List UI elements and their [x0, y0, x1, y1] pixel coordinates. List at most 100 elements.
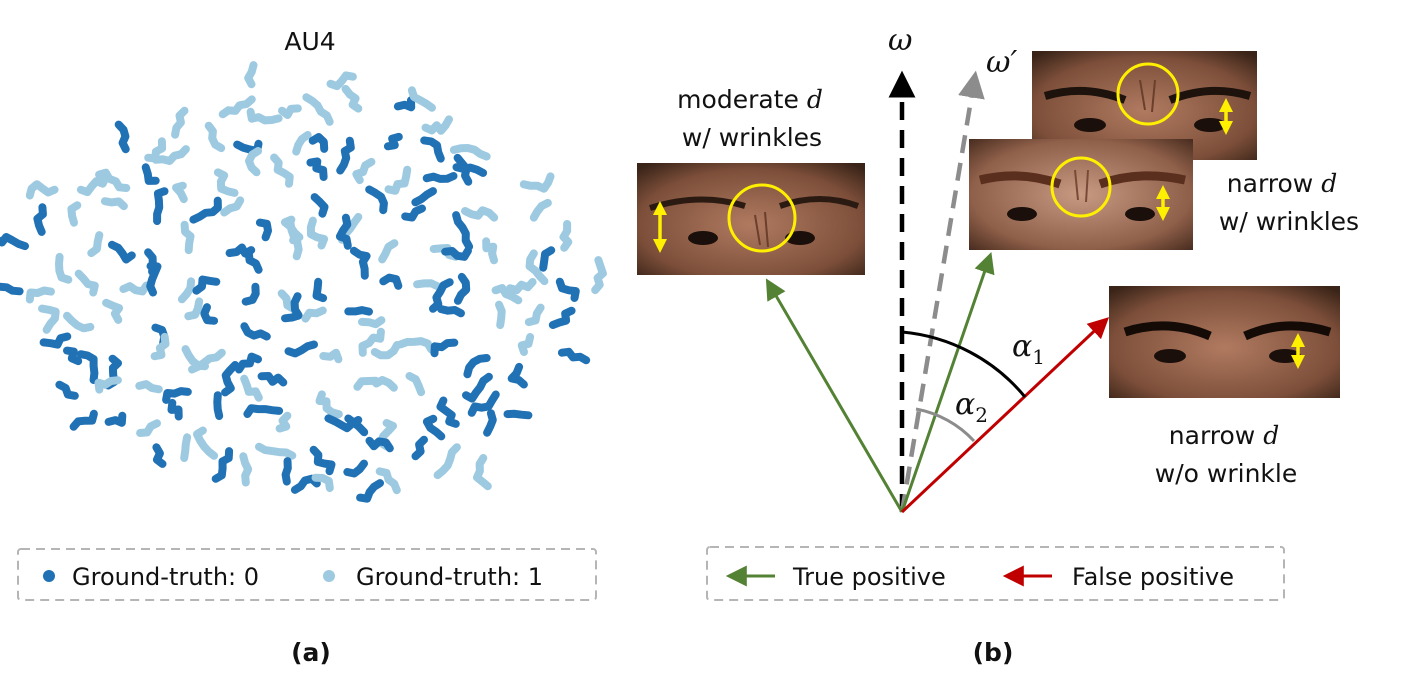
scatter-cluster	[171, 106, 189, 139]
scatter-cluster	[184, 297, 204, 321]
panel-b-legend-box	[706, 546, 1285, 601]
omega-prime-label: ω′	[986, 45, 1017, 80]
scatter-cluster	[349, 246, 371, 280]
scatter-cluster	[452, 211, 474, 251]
panel-a-caption: (a)	[291, 638, 331, 667]
alpha2-arc	[915, 407, 976, 443]
scatter-cluster	[370, 341, 402, 360]
scatter-cluster	[39, 332, 72, 349]
scatter-cluster	[358, 327, 385, 357]
label-narrow-wrinkles-line2: w/ wrinkles	[1219, 207, 1359, 236]
scatter-cluster	[220, 196, 245, 217]
scatter-cluster	[452, 163, 488, 177]
scatter-cluster	[559, 220, 573, 252]
scatter-cluster	[421, 115, 453, 135]
scatter-cluster	[507, 362, 528, 389]
panel-b: ω ω′ α1 α2 moderate d	[637, 23, 1359, 667]
scatter-cluster	[463, 354, 491, 379]
scatter-cluster	[280, 215, 304, 245]
scatter-cluster	[301, 306, 327, 323]
scatter-cluster	[353, 376, 380, 391]
scatter-cluster	[401, 204, 426, 222]
scatter-cluster	[246, 107, 283, 125]
scatter-cluster	[430, 338, 459, 358]
omega-prime-axis-arrow	[899, 70, 985, 513]
scatter-cluster	[312, 277, 328, 303]
scatter-cluster	[193, 426, 219, 460]
scatter-cluster	[241, 282, 260, 306]
scatter-cluster	[491, 284, 523, 305]
scatter-cluster	[393, 96, 416, 112]
scatter-cluster	[25, 286, 55, 304]
scatter-cluster	[365, 185, 388, 215]
scatter-cluster	[365, 436, 394, 453]
scatter-cluster	[189, 196, 222, 224]
scatter-cluster	[67, 201, 82, 227]
scatter-cluster	[557, 347, 591, 365]
scatter-cluster	[102, 298, 124, 324]
scatter-cluster	[255, 218, 272, 242]
scatter-cluster	[100, 197, 128, 211]
legend-dot-gt0	[43, 570, 55, 582]
scatter-cluster	[517, 333, 535, 356]
scatter-cluster	[506, 278, 537, 295]
label-moderate-line2: w/ wrinkles	[682, 123, 822, 152]
scatter-cluster	[482, 237, 498, 265]
true-positive-arrow-left	[765, 278, 904, 513]
scatter-cluster	[200, 303, 219, 325]
scatter-cluster	[192, 275, 221, 295]
alpha1-arc	[901, 330, 1027, 398]
scatter-cluster	[180, 433, 192, 462]
face-photo-moderate-wrinkles	[637, 163, 865, 275]
scatter-cluster	[69, 409, 98, 431]
scatter-cluster	[76, 173, 110, 197]
alpha1-label: α1	[1012, 329, 1045, 369]
scatter-cluster	[55, 252, 73, 284]
scatter-cluster	[235, 352, 262, 374]
scatter-cluster	[188, 348, 226, 374]
scatter-cluster	[309, 445, 336, 476]
legend-label-true-positive: True positive	[792, 563, 946, 591]
scatter-cluster	[405, 372, 426, 397]
scatter-cluster	[278, 104, 302, 119]
scatter-cluster	[284, 340, 318, 358]
scatter-cluster	[422, 172, 458, 183]
scatter-cluster	[218, 95, 256, 119]
scatter-cluster	[292, 131, 312, 156]
scatter-cluster	[146, 262, 162, 297]
false-positive-arrow	[900, 317, 1110, 514]
scatter-cluster	[344, 306, 373, 316]
scatter-cluster	[104, 411, 127, 427]
scatter-cluster	[302, 93, 334, 126]
scatter-cluster	[548, 306, 576, 329]
scatter-cluster	[539, 246, 556, 272]
scatter-cluster	[591, 256, 607, 295]
scatter-cluster	[306, 157, 328, 181]
scatter-cluster	[433, 443, 461, 480]
scatter-cluster	[95, 168, 131, 192]
scatter-cluster	[344, 414, 369, 437]
legend-label-gt1: Ground-truth: 1	[356, 563, 543, 591]
scatter-cluster	[74, 269, 99, 297]
legend-dot-gt1	[323, 570, 335, 582]
label-narrow-wrinkles-line1: narrow d	[1227, 169, 1337, 198]
scatter-cluster	[257, 372, 288, 387]
scatter-cluster	[135, 380, 163, 394]
face-photo-narrow-wrinkles-bottom	[969, 139, 1193, 250]
scatter-cluster	[240, 374, 263, 402]
panel-a: AU4 Ground-truth: 0 Ground-truth: 1 (a)	[0, 27, 607, 667]
scatter-cluster	[436, 396, 460, 428]
scatter-cluster	[151, 145, 190, 165]
scatter-cluster	[413, 279, 442, 291]
scatter-cluster	[358, 316, 386, 329]
scatter-cluster	[343, 459, 368, 478]
scatter-cluster	[239, 452, 253, 487]
scatter-cluster	[177, 277, 196, 304]
true-positive-arrow-right	[900, 252, 995, 513]
scatter-cluster	[150, 332, 170, 361]
scatter-cluster	[467, 390, 500, 417]
scatter-cluster	[411, 187, 437, 207]
scatter-cluster	[63, 346, 83, 366]
scatter-cluster	[153, 187, 169, 226]
scatter-cluster	[461, 206, 499, 222]
